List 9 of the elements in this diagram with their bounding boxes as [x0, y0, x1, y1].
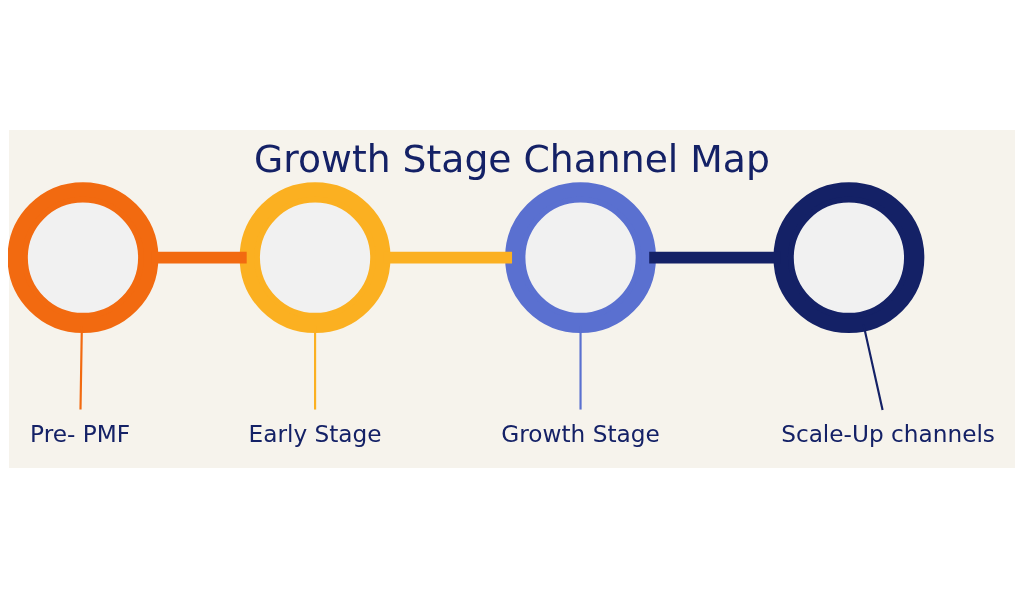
node-circle	[239, 181, 391, 333]
node-text: Scale-Up channels	[781, 419, 995, 447]
node-text: Growth Stage	[501, 419, 660, 447]
node-text: Early Stage	[248, 419, 382, 447]
diagram-title: Growth Stage Channel Map	[254, 136, 770, 181]
node-text: Pre- PMF	[30, 419, 131, 447]
node-circle	[8, 181, 159, 333]
node-circle	[773, 181, 925, 333]
node-circle	[505, 181, 656, 333]
